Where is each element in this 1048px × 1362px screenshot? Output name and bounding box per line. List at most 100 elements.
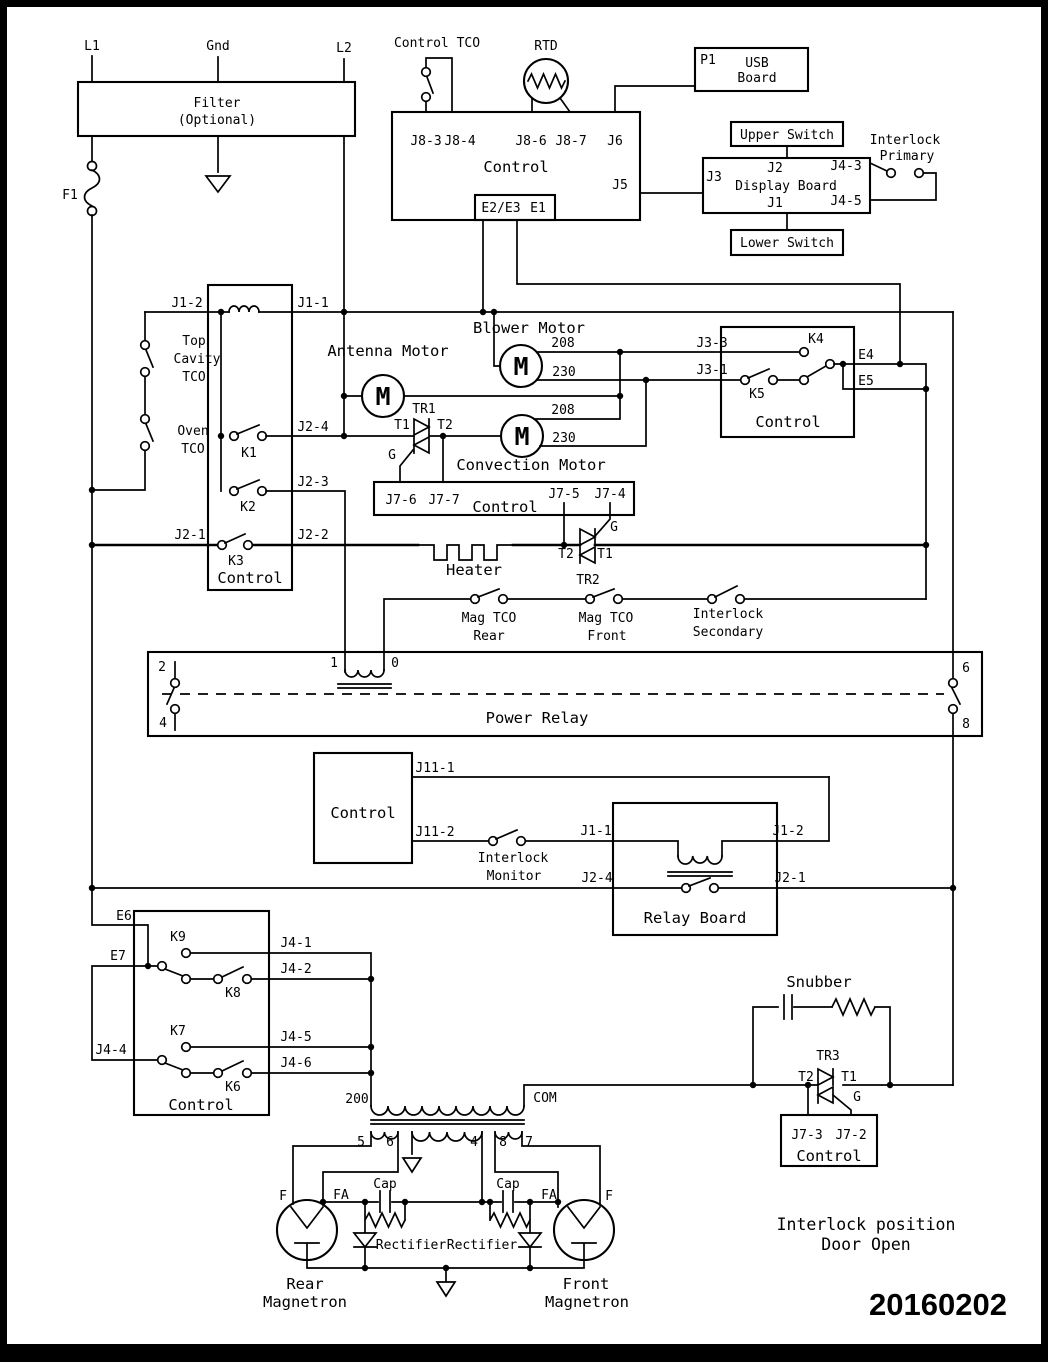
cap-front-label: Cap xyxy=(496,1177,520,1192)
interlock-primary-switch xyxy=(868,161,937,201)
e4-label: E4 xyxy=(858,348,874,363)
tr1-t2-label: T2 xyxy=(437,418,453,433)
power-input-section: L1 Gnd L2 Filter (Optional) F1 xyxy=(62,39,357,967)
pr-6-label: 6 xyxy=(962,661,970,676)
control-board-section: Control E2/E3 E1 J8-3 J8-4 J8-6 J8-7 J6 … xyxy=(390,36,901,365)
tap-6-label: 6 xyxy=(386,1135,394,1150)
j4-6-label: J4-6 xyxy=(280,1056,311,1071)
front-f-label: F xyxy=(605,1189,613,1204)
filter-label-2: (Optional) xyxy=(178,113,256,128)
rb-j2-1-label: J2-1 xyxy=(774,871,805,886)
pr-4-label: 4 xyxy=(159,716,167,731)
rear-magnetron-label-2: Magnetron xyxy=(263,1293,347,1311)
k2-switch: K2 J2-3 xyxy=(228,475,346,673)
oven-tco-label-1: Oven xyxy=(177,424,208,439)
rectifier-rear: Rectifier xyxy=(352,1232,446,1269)
upper-switch-label: Upper Switch xyxy=(740,128,834,143)
tr3-t1-label: T1 xyxy=(841,1070,857,1085)
monitor-control-section: Control J11-1 J11-2 Interlock Monitor J1… xyxy=(312,751,830,884)
blower-208-label: 208 xyxy=(551,336,574,351)
top-cavity-tco-label-1: Top xyxy=(182,334,206,349)
e5-label: E5 xyxy=(858,374,874,389)
antenna-motor-icon xyxy=(360,373,406,419)
j2-3-label: J2-3 xyxy=(297,475,328,490)
mag-tco-front-label-2: Front xyxy=(587,629,626,644)
tr2-triac: T2 T1 G TR2 xyxy=(558,520,618,588)
convection-208-label: 208 xyxy=(551,403,574,418)
relay-control-section: Control J1-2 J1-1 K1 J2-4 K2 J2-3 K3 J2-… xyxy=(144,283,954,673)
snubber-label: Snubber xyxy=(786,973,851,991)
front-magnetron-label-1: Front xyxy=(563,1275,610,1293)
j2-2-label: J2-2 xyxy=(297,528,328,543)
fan-control-title: Control xyxy=(755,413,820,431)
p1-label: P1 xyxy=(700,53,716,68)
top-cavity-tco-label-2: Cavity xyxy=(174,352,221,367)
lower-switch-label: Lower Switch xyxy=(740,236,834,251)
interlock-position-label: Interlock position xyxy=(777,1215,956,1234)
j2-1-label: J2-1 xyxy=(174,528,205,543)
convection-motor-m: M xyxy=(514,422,529,451)
com-label: COM xyxy=(533,1091,557,1106)
relay-board-section: Relay Board J1-2 J2-4 J2-1 xyxy=(91,776,954,937)
e2e3-label: E2/E3 xyxy=(481,201,520,216)
power-relay-box xyxy=(146,650,984,738)
hv-secondary-icon xyxy=(411,1131,483,1142)
filter-box xyxy=(76,80,357,138)
transformer-primary-icon xyxy=(370,1105,525,1116)
j7-3-label: J7-3 xyxy=(791,1128,822,1143)
doc-number: 20160202 xyxy=(869,1287,1007,1322)
control-board-title: Control xyxy=(483,158,548,176)
motors-section: Blower Motor Antenna Motor Convection Mo… xyxy=(327,311,801,474)
control-tco-switch xyxy=(420,57,453,113)
hv-control-box xyxy=(132,909,271,1117)
j11-1-label: J11-1 xyxy=(415,761,454,776)
j4-1-label: J4-1 xyxy=(280,936,311,951)
front-fa-label: FA xyxy=(541,1188,557,1203)
j8-4-label: J8-4 xyxy=(444,134,475,149)
power-relay-section: Power Relay 2 4 1 0 6 8 xyxy=(146,311,984,1086)
tr3-t2-label: T2 xyxy=(798,1070,814,1085)
interlock-monitor-label-1: Interlock xyxy=(478,851,549,866)
blower-motor-m: M xyxy=(513,352,528,381)
front-magnetron-icon xyxy=(552,1198,616,1262)
rear-fa-label: FA xyxy=(333,1188,349,1203)
usb-label-2: Board xyxy=(737,71,776,86)
tr1-label: TR1 xyxy=(412,402,435,417)
heater-control-section: Control J7-6 J7-7 J7-5 J7-4 xyxy=(372,480,636,546)
annotations: Interlock position Door Open 20160202 xyxy=(777,1215,1007,1322)
l1-label: L1 xyxy=(84,39,100,54)
k5-label: K5 xyxy=(749,387,765,402)
power-relay-coil-icon xyxy=(344,669,385,678)
power-relay-title: Power Relay xyxy=(486,709,589,727)
tr3-control-title: Control xyxy=(796,1147,861,1165)
tr2-label: TR2 xyxy=(576,573,599,588)
monitor-control-title: Control xyxy=(330,804,395,822)
convection-230-label: 230 xyxy=(552,431,575,446)
door-open-label: Door Open xyxy=(821,1235,910,1254)
tap-8-label: 8 xyxy=(499,1135,507,1150)
display-board-section: Upper Switch Lower Switch Display Board … xyxy=(701,120,940,257)
antenna-motor-label: Antenna Motor xyxy=(327,342,448,360)
j6-label: J6 xyxy=(607,134,623,149)
k7-label: K7 xyxy=(170,1024,186,1039)
j7-7-label: J7-7 xyxy=(428,493,459,508)
j1-2-label: J1-2 xyxy=(171,296,202,311)
tr3-triac: TR3 T2 T1 G xyxy=(798,1049,861,1116)
j1-label: J1 xyxy=(767,196,783,211)
blower-230-label: 230 xyxy=(552,365,575,380)
oven-tco-label-2: TCO xyxy=(181,442,205,457)
monitor-control-box xyxy=(312,751,414,865)
relay-control-box xyxy=(206,283,294,592)
cap-rear: Cap xyxy=(363,1177,407,1234)
heater-control-title: Control xyxy=(472,498,537,516)
k3-label: K3 xyxy=(228,554,244,569)
fan-control-box xyxy=(719,325,856,439)
j5-label: J5 xyxy=(612,178,628,193)
relay-coil-icon xyxy=(228,305,260,313)
tr1-g-label: G xyxy=(388,448,396,463)
blower-motor-icon xyxy=(498,343,544,389)
blower-motor-label: Blower Motor xyxy=(473,319,585,337)
hv-j4-5-label: J4-5 xyxy=(280,1030,311,1045)
j3-3-label: J3-3 xyxy=(696,336,727,351)
